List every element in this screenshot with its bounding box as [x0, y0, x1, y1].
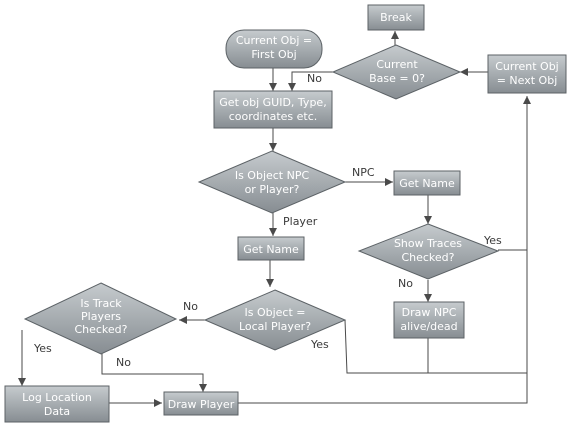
node-get-name-player: Get Name	[237, 236, 305, 261]
node-is-local-player-line-1: Is Object =	[244, 306, 305, 319]
node-get-obj-guid-line-1: Get obj GUID, Type,	[219, 96, 326, 109]
node-is-track-players-line-2: Players	[81, 310, 121, 323]
node-current-base-line-1: Current	[376, 58, 418, 71]
node-is-npc-or-player: Is Object NPC or Player?	[197, 150, 347, 214]
node-start-line-1: Current Obj =	[236, 34, 312, 47]
edge-base-no-to-guid	[288, 71, 333, 91]
node-break-label: Break	[380, 11, 412, 24]
node-log-location-line-2: Data	[44, 405, 70, 418]
node-show-traces-line-2: Checked?	[401, 251, 454, 264]
node-next-obj-line-2: = Next Obj	[497, 74, 558, 87]
edges	[18, 31, 531, 407]
node-draw-player-label: Draw Player	[168, 398, 235, 411]
node-current-base: Current Base = 0?	[331, 44, 462, 100]
node-is-track-players-line-3: Checked?	[74, 323, 127, 336]
node-start-line-2: First Obj	[251, 48, 296, 61]
node-next-obj-line-1: Current Obj	[495, 60, 559, 73]
edge-draw-loop	[238, 96, 531, 404]
node-is-track-players: Is Track Players Checked?	[23, 282, 178, 355]
edge-labels: No NPC Player Yes No No Yes Yes No	[33, 72, 502, 369]
node-log-location-line-1: Log Location	[22, 391, 92, 404]
node-is-npc-or-player-line-2: or Player?	[245, 183, 300, 196]
node-log-location: Log Location Data	[4, 385, 110, 423]
node-draw-npc-line-2: alive/dead	[400, 320, 457, 333]
label-traces-yes: Yes	[483, 234, 502, 247]
node-is-local-player: Is Object = Local Player?	[203, 289, 347, 351]
edge-local-yes	[344, 319, 527, 374]
node-current-base-line-2: Base = 0?	[369, 72, 425, 85]
node-break: Break	[367, 4, 425, 31]
node-show-traces-line-1: Show Traces	[394, 237, 462, 250]
node-get-name-npc: Get Name	[393, 170, 461, 196]
edge-track-no	[101, 353, 207, 392]
node-draw-npc-line-1: Draw NPC	[402, 306, 457, 319]
node-draw-npc: Draw NPC alive/dead	[393, 301, 465, 339]
label-track-no: No	[116, 356, 131, 369]
label-player: Player	[283, 215, 318, 228]
node-start: Current Obj = First Obj	[225, 29, 323, 69]
label-local-no: No	[183, 300, 198, 313]
label-npc: NPC	[352, 166, 375, 179]
node-next-obj: Current Obj = Next Obj	[487, 54, 567, 94]
label-track-yes: Yes	[33, 342, 52, 355]
node-get-obj-guid: Get obj GUID, Type, coordinates etc.	[213, 90, 333, 129]
node-get-name-npc-label: Get Name	[399, 177, 455, 190]
node-is-track-players-line-1: Is Track	[80, 297, 122, 310]
node-get-obj-guid-line-2: coordinates etc.	[229, 110, 318, 123]
label-traces-no: No	[398, 277, 413, 290]
node-get-name-player-label: Get Name	[243, 243, 299, 256]
node-draw-player: Draw Player	[163, 391, 239, 416]
node-is-local-player-line-2: Local Player?	[239, 320, 311, 333]
label-base-no: No	[307, 72, 322, 85]
node-show-traces: Show Traces Checked?	[357, 223, 500, 280]
node-is-npc-or-player-line-1: Is Object NPC	[235, 169, 310, 182]
label-local-yes: Yes	[310, 338, 329, 351]
